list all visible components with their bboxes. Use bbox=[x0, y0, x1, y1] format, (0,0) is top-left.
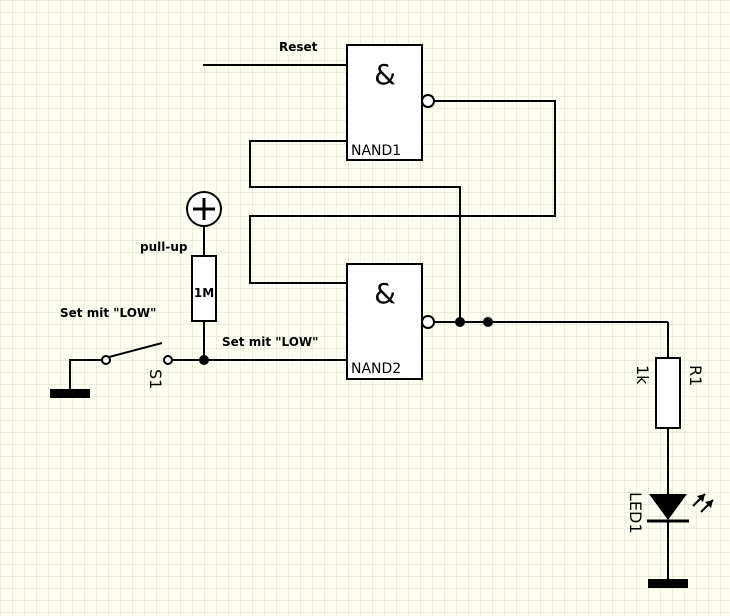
nand1-gate: & NAND1 bbox=[346, 44, 435, 161]
ground-symbol-left bbox=[50, 389, 90, 398]
wires bbox=[69, 64, 669, 580]
ground-symbol-right bbox=[648, 579, 688, 588]
r1-body bbox=[655, 357, 681, 429]
nand2-gate: & NAND2 bbox=[346, 263, 435, 380]
nand1-symbol: & bbox=[374, 58, 396, 91]
pullup-resistor-value: 1M bbox=[194, 286, 214, 300]
pullup-resistor-body bbox=[191, 255, 217, 322]
led1: LED1 bbox=[626, 492, 714, 534]
nand2-output-to-nand1-feedback-wire bbox=[249, 140, 461, 322]
led-label: LED1 bbox=[626, 492, 645, 534]
nand1-label: NAND1 bbox=[351, 143, 401, 159]
nand2-symbol: & bbox=[374, 277, 396, 310]
junction-dot-output bbox=[483, 317, 493, 327]
switch-contact-right bbox=[163, 355, 173, 365]
r1-resistor: R1 1k bbox=[633, 357, 705, 429]
led-arrowhead-2 bbox=[705, 500, 713, 508]
nand1-output-bubble bbox=[421, 94, 435, 108]
r1-label: R1 bbox=[686, 365, 705, 386]
switch-lever bbox=[108, 342, 163, 358]
nand2-output-bubble bbox=[421, 315, 435, 329]
supply-symbol bbox=[186, 191, 222, 227]
pullup-label: pull-up bbox=[140, 240, 188, 254]
nand1-output-to-nand2-wire bbox=[249, 100, 556, 284]
switch-contact-left bbox=[101, 355, 111, 365]
switch-s1: S1 bbox=[101, 342, 173, 389]
set-low-label-mid: Set mit "LOW" bbox=[222, 335, 318, 349]
reset-label: Reset bbox=[279, 40, 318, 54]
junction-dot-set bbox=[199, 355, 209, 365]
pullup-resistor: 1M bbox=[191, 255, 217, 322]
nand2-label: NAND2 bbox=[351, 361, 401, 377]
led-arrowhead-1 bbox=[697, 494, 705, 502]
junction-dot-feedback bbox=[455, 317, 465, 327]
ground-to-switch-wire bbox=[69, 359, 102, 390]
set-low-label-left: Set mit "LOW" bbox=[60, 306, 156, 320]
switch-label: S1 bbox=[146, 369, 165, 389]
r1-value: 1k bbox=[633, 365, 652, 385]
led-triangle bbox=[649, 494, 687, 520]
